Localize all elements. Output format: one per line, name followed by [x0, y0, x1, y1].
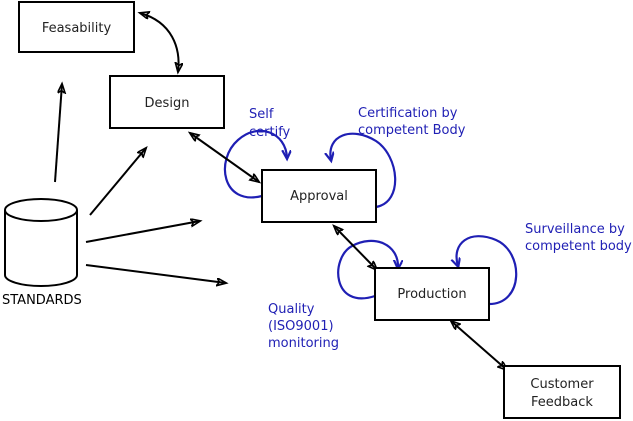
node-feasability[interactable]: Feasability — [18, 1, 135, 53]
annotation-surveillance-line2: competent body — [525, 239, 632, 254]
node-standards-datastore[interactable]: STANDARDS — [2, 198, 82, 308]
annotation-certification-line2: competent Body — [358, 123, 466, 138]
self-loop-certification-competent-body — [330, 132, 397, 209]
self-loop-surveillance-competent-body — [457, 235, 518, 306]
edge-production-customer-feedback — [451, 321, 507, 370]
annotation-quality-monitoring: Quality (ISO9001) monitoring — [268, 302, 339, 351]
node-standards-label: STANDARDS — [2, 293, 82, 308]
node-design[interactable]: Design — [109, 75, 225, 129]
edge-standards-feasability — [54, 84, 62, 183]
annotation-self-certify-line2: certify — [249, 125, 291, 140]
edge-standards-approval — [85, 221, 200, 243]
edge-approval-production — [334, 226, 377, 270]
node-customer-feedback-label-line2: Feedback — [531, 395, 593, 410]
annotation-self-certify-line1: Self — [249, 107, 274, 122]
annotation-surveillance-competent-body: Surveillance by competent body — [525, 222, 632, 254]
annotation-certification-competent-body: Certification by competent Body — [358, 106, 466, 138]
node-production-label: Production — [397, 287, 466, 302]
node-approval-label: Approval — [290, 189, 348, 204]
edge-design-approval — [190, 133, 259, 182]
edge-feasability-design — [140, 13, 179, 72]
node-design-label: Design — [145, 96, 190, 111]
node-production[interactable]: Production — [374, 267, 490, 321]
annotation-self-certify: Self certify — [249, 107, 291, 140]
annotation-certification-line1: Certification by — [358, 106, 458, 121]
annotation-quality-line2: (ISO9001) — [268, 319, 334, 334]
edge-standards-production — [85, 264, 226, 283]
node-feasability-label: Feasability — [42, 21, 112, 36]
annotation-surveillance-line1: Surveillance by — [525, 222, 625, 237]
edge-standards-design — [89, 148, 146, 216]
annotation-quality-line3: monitoring — [268, 336, 339, 351]
node-approval[interactable]: Approval — [261, 169, 377, 223]
annotation-quality-line1: Quality — [268, 302, 315, 317]
node-customer-feedback[interactable]: Customer Feedback — [503, 365, 621, 419]
node-customer-feedback-label-line1: Customer — [530, 377, 594, 392]
